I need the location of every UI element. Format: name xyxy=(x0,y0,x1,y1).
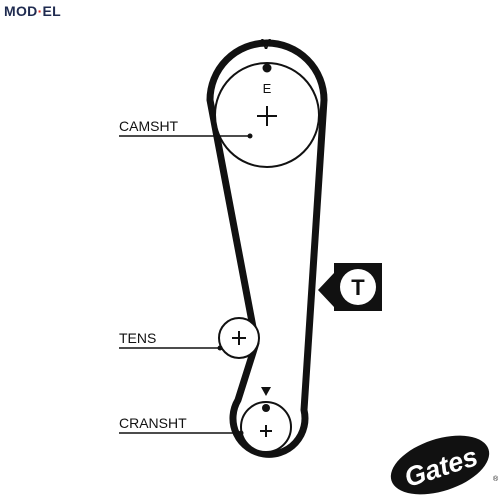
camshaft-top-mark: V xyxy=(261,36,271,53)
model-logo-text: MOD·EL xyxy=(4,3,62,19)
crankshaft-label: CRANSHT xyxy=(119,415,187,431)
crankshaft-center-icon xyxy=(260,425,272,437)
tensioner-badge-letter: T xyxy=(351,275,365,300)
tensioner-label: TENS xyxy=(119,330,156,346)
camshaft-timing-dot xyxy=(262,63,272,73)
timing-belt xyxy=(206,39,328,458)
camshaft-mark-e: E xyxy=(263,81,272,96)
tensioner-center-icon xyxy=(232,331,246,345)
camshaft-label: CAMSHT xyxy=(119,118,179,134)
crankshaft-timing-dot xyxy=(262,404,270,412)
timing-mark-arrow-icon xyxy=(261,387,271,396)
camshaft-center-icon xyxy=(257,106,277,126)
tensioner-badge-icon: T xyxy=(318,263,382,311)
gates-logo-icon: Gates ® xyxy=(390,435,499,495)
svg-text:®: ® xyxy=(493,475,499,483)
crankshaft-leader-dot xyxy=(238,430,244,436)
model-logo: MOD·EL xyxy=(4,3,61,19)
tensioner-leader-dot xyxy=(217,345,223,351)
camshaft-leader-dot xyxy=(247,133,253,139)
